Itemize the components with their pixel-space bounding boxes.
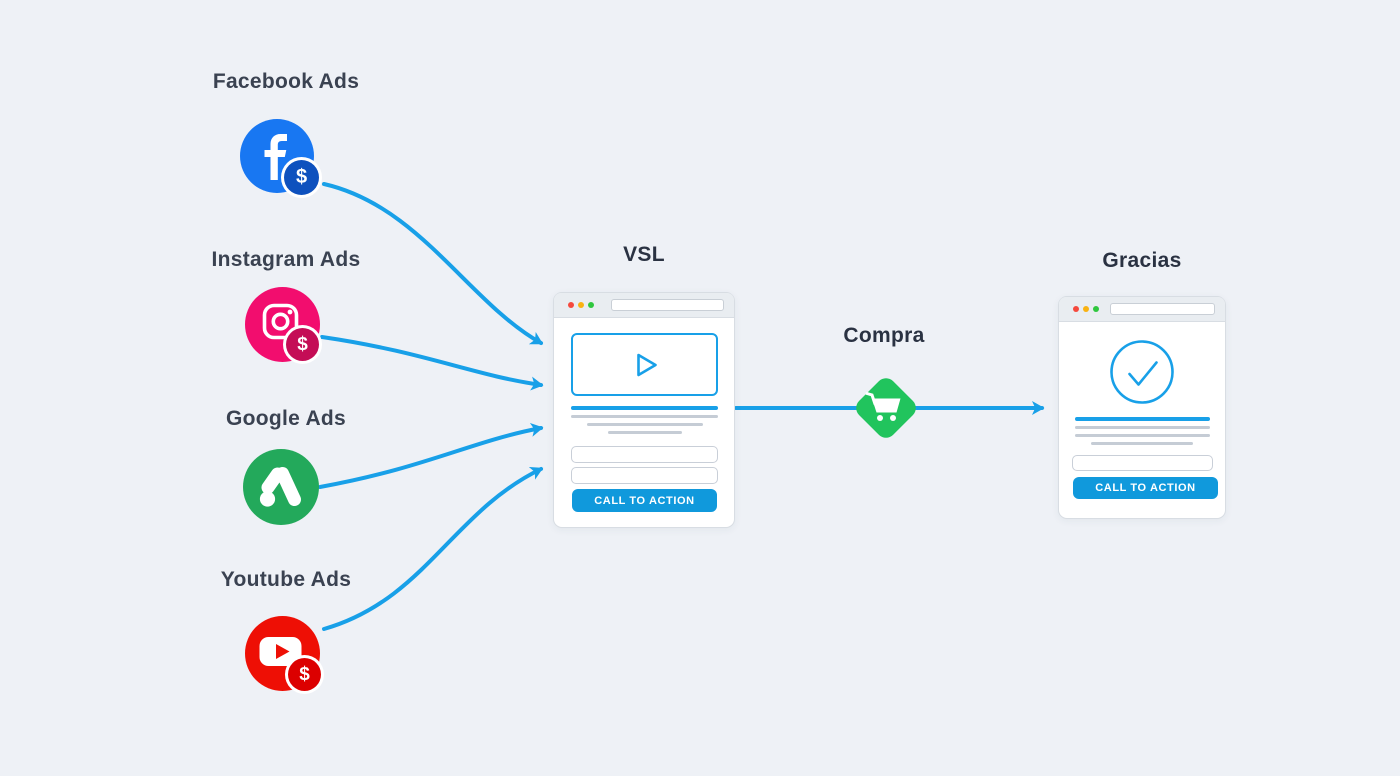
facebook-f-glyph <box>264 134 287 180</box>
youtube-icon <box>245 616 320 691</box>
compra-label: Compra <box>843 324 925 347</box>
window-expand-dot <box>588 302 594 308</box>
vsl-text-line <box>608 431 682 434</box>
gracias-url-bar <box>1110 303 1215 315</box>
vsl-url-bar <box>611 299 724 311</box>
vsl-video-player[interactable] <box>571 333 718 396</box>
dollar-symbol: $ <box>295 166 308 188</box>
arrow-youtube-to-vsl <box>322 467 544 631</box>
gracias-title: Gracias <box>1102 249 1182 272</box>
play-icon[interactable] <box>630 351 660 379</box>
google-ads-glyph <box>259 467 301 507</box>
gracias-text-line <box>1075 426 1210 429</box>
vsl-text-line <box>587 423 703 426</box>
vsl-cta-button[interactable]: CALL TO ACTION <box>572 489 717 512</box>
google-ads-label: Google Ads <box>225 407 347 430</box>
gracias-browser-chrome <box>1059 297 1225 322</box>
dollar-symbol: $ <box>297 333 308 355</box>
gracias-text-line <box>1091 442 1193 445</box>
vsl-text-line <box>571 415 718 418</box>
facebook-dollar-badge: $ <box>284 160 319 195</box>
gracias-headline-bar <box>1075 417 1210 421</box>
window-minimize-dot <box>578 302 584 308</box>
youtube-ads-label: Youtube Ads <box>220 568 352 591</box>
instagram-camera-glyph <box>262 303 299 340</box>
vsl-title: VSL <box>623 243 665 266</box>
instagram-dollar-badge: $ <box>286 328 319 361</box>
window-expand-dot <box>1093 306 1099 312</box>
youtube-dollar-badge: $ <box>288 658 321 691</box>
vsl-browser-chrome <box>554 293 734 318</box>
instagram-ads-label: Instagram Ads <box>211 248 361 271</box>
shopping-cart-icon <box>862 384 910 432</box>
dollar-symbol: $ <box>299 663 310 685</box>
arrow-facebook-to-vsl <box>322 182 544 345</box>
vsl-form-field-1[interactable] <box>571 446 718 463</box>
vsl-headline-bar <box>571 406 718 410</box>
window-close-dot <box>1073 306 1079 312</box>
vsl-form-field-2[interactable] <box>571 467 718 484</box>
gracias-window: CALL TO ACTION <box>1058 296 1226 519</box>
facebook-ads-label: Facebook Ads <box>212 70 360 93</box>
arrow-instagram-to-vsl <box>320 335 544 391</box>
youtube-play-glyph <box>259 637 302 666</box>
gracias-cta-button[interactable]: CALL TO ACTION <box>1073 477 1218 499</box>
success-check-icon <box>1109 339 1175 405</box>
google-ads-icon <box>243 449 319 525</box>
arrow-google-to-vsl <box>318 422 544 489</box>
gracias-form-field[interactable] <box>1072 455 1213 471</box>
window-close-dot <box>568 302 574 308</box>
gracias-text-line <box>1075 434 1210 437</box>
window-minimize-dot <box>1083 306 1089 312</box>
vsl-window: CALL TO ACTION <box>553 292 735 528</box>
